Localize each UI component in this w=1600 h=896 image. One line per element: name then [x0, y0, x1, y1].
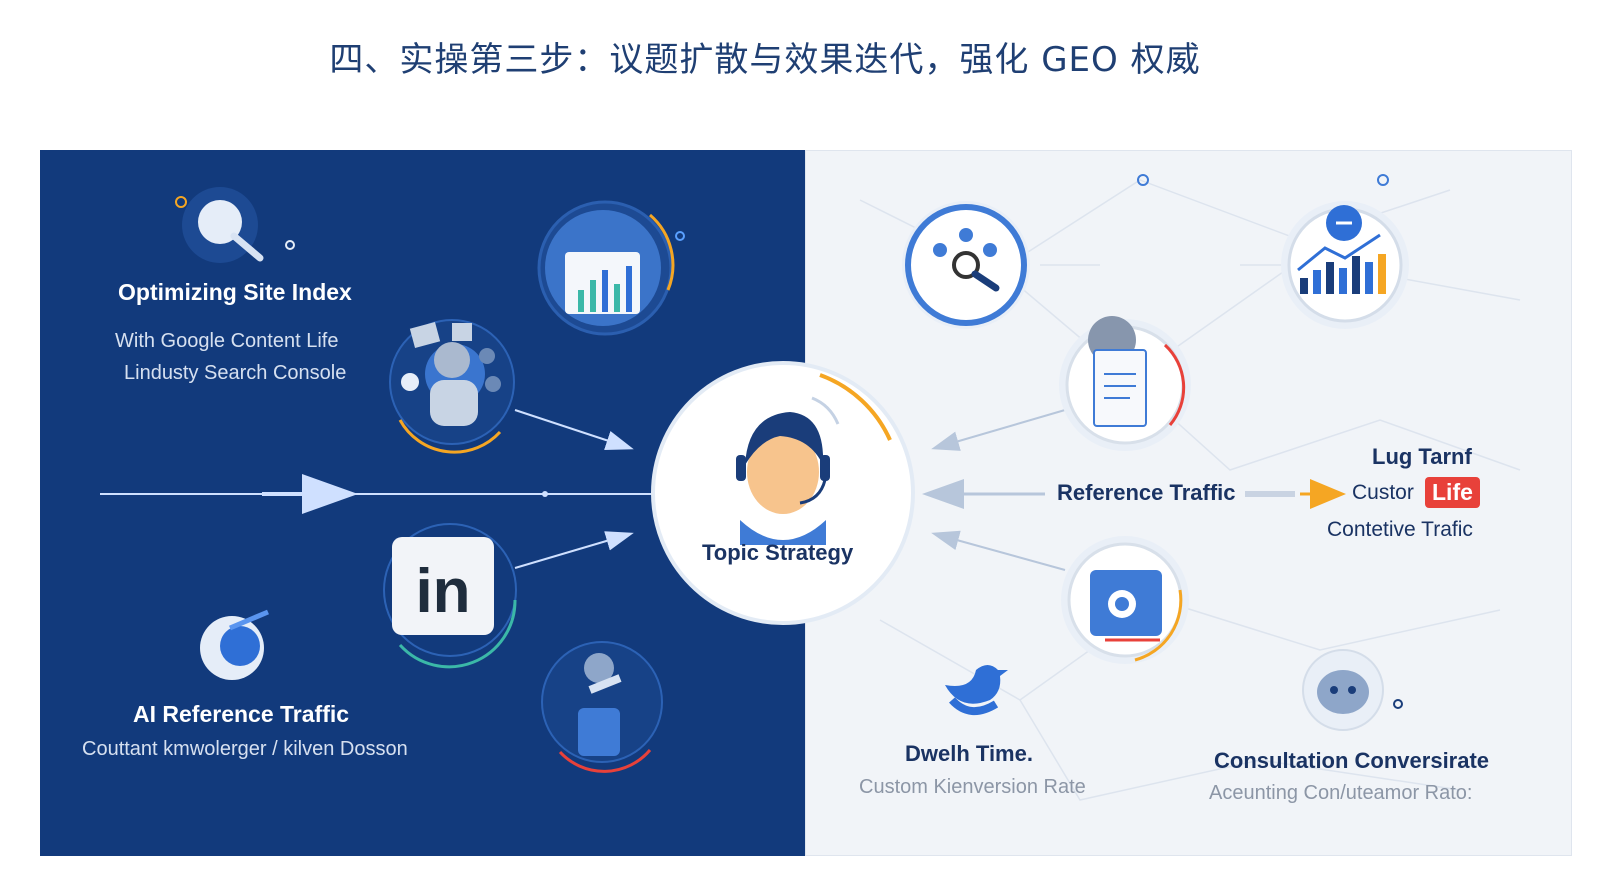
growth-chart-icon	[1281, 201, 1409, 329]
dot-icon	[1377, 174, 1389, 186]
search-document-icon	[1061, 536, 1189, 664]
robot-icon	[1302, 649, 1403, 731]
dwell-time-subtitle: Custom Kienversion Rate	[859, 776, 1086, 798]
compass-search-icon	[902, 201, 1030, 329]
dot-icon	[1137, 174, 1149, 186]
arrow-to-center	[514, 531, 634, 569]
document-reader-icon	[1059, 316, 1191, 451]
magnifier-icon	[175, 187, 295, 263]
site-index-subtitle-1: With Google Content Life	[115, 330, 339, 352]
ai-reference-subtitle: Couttant kmwolerger / kilven Dosson	[82, 738, 408, 760]
headset-person-icon	[736, 396, 840, 545]
arrow-to-center	[931, 530, 1066, 571]
linkedin-icon[interactable]	[383, 523, 517, 669]
contetive-traffic-label: Contetive Trafic	[1327, 518, 1473, 541]
twitter-bird-icon[interactable]	[945, 665, 1008, 715]
life-badge: Life	[1425, 477, 1480, 508]
page-title: 四、实操第三步：议题扩散与效果迭代，强化 GEO 权威	[329, 40, 1201, 80]
ai-reference-title: AI Reference Traffic	[133, 701, 350, 727]
site-index-subtitle-2: Lindusty Search Console	[124, 362, 347, 384]
linkedin-logo-text: in	[415, 557, 470, 626]
person-gears-icon	[389, 319, 515, 454]
consultation-subtitle: Aceunting Con/uteamor Rato:	[1209, 782, 1473, 804]
document-person-icon	[541, 641, 663, 773]
consultation-title: Consultation Conversirate	[1214, 748, 1490, 773]
topic-strategy-label: Topic Strategy	[702, 540, 854, 565]
custor-label: Custor	[1352, 481, 1414, 504]
arrow-to-center	[514, 409, 634, 450]
dwell-time-title: Dwelh Time.	[905, 741, 1033, 766]
chart-dashboard-icon	[537, 200, 685, 336]
site-index-title: Optimizing Site Index	[118, 279, 352, 305]
globe-pin-icon	[200, 609, 269, 680]
reference-traffic-label: Reference Traffic	[1057, 480, 1236, 505]
lug-tarnf-label: Lug Tarnf	[1372, 444, 1472, 469]
arrow-to-center	[931, 409, 1066, 451]
